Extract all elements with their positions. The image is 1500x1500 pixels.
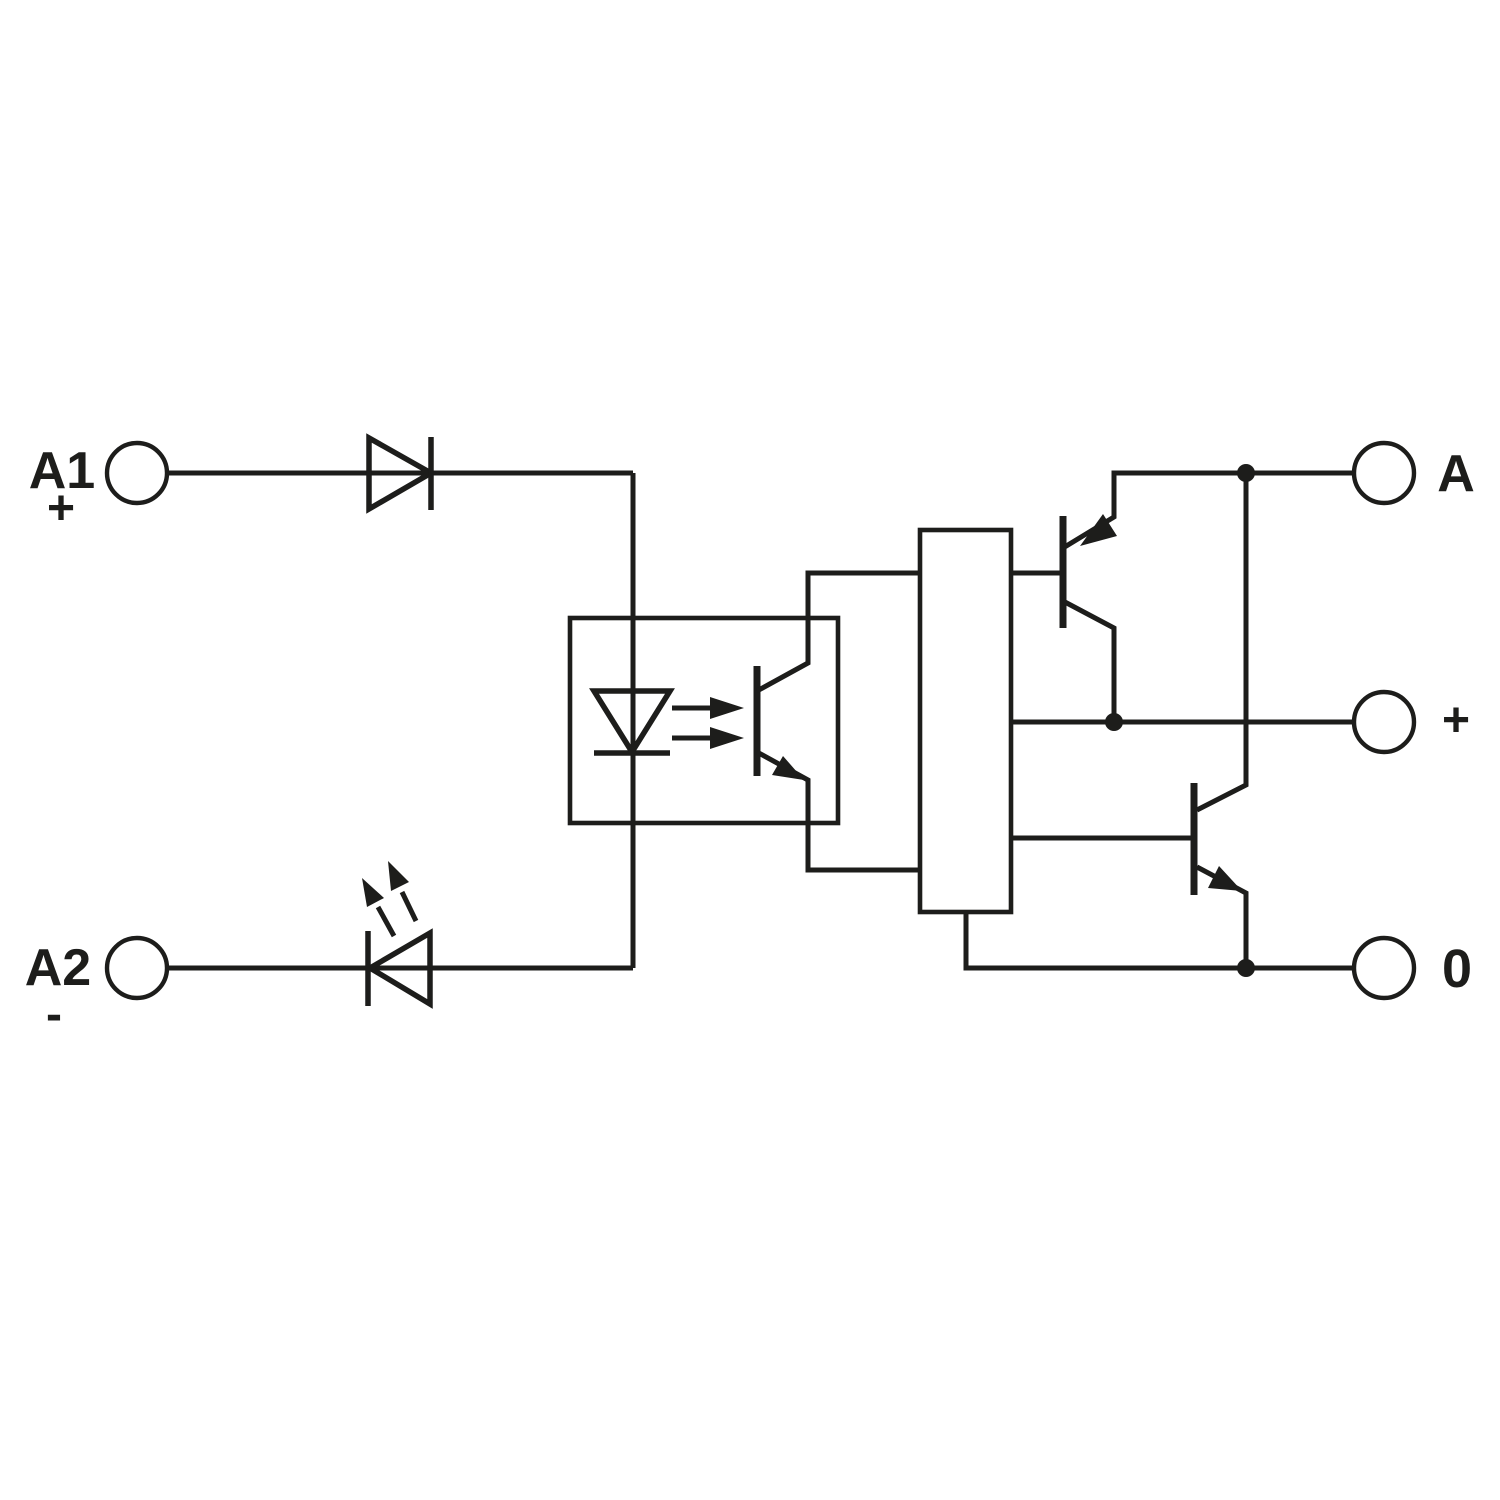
terminal-a2-circle bbox=[104, 935, 170, 1001]
phototransistor-collector-wire bbox=[755, 570, 920, 694]
pnp-collector-wire bbox=[1061, 598, 1117, 722]
terminal-a-circle bbox=[1351, 440, 1417, 506]
led-emission-arrows bbox=[362, 861, 419, 938]
terminal-plus-circle bbox=[1351, 689, 1417, 755]
input-series-diode-icon bbox=[366, 433, 437, 514]
pnp-emitter-wire-and-a-rail bbox=[1061, 470, 1354, 551]
terminal-plus-label: + bbox=[1442, 694, 1470, 747]
emission-arrow-shaft-2 bbox=[399, 890, 419, 923]
emission-arrow-shaft-1 bbox=[375, 905, 397, 938]
terminal-zero-label: 0 bbox=[1442, 939, 1472, 999]
npn-emitter-arrow bbox=[1208, 866, 1242, 891]
diode-triangle bbox=[366, 433, 437, 514]
emission-arrow-head-1 bbox=[362, 878, 384, 907]
driver-block-box bbox=[917, 527, 1014, 915]
terminal-zero-circle bbox=[1351, 935, 1417, 1001]
status-led-indicator-icon bbox=[362, 861, 433, 1009]
npn-emitter-wire bbox=[1195, 864, 1249, 968]
optocoupler-icon bbox=[567, 570, 920, 873]
terminal-a2: A2 - bbox=[25, 935, 170, 1041]
terminal-a1-polarity-label: + bbox=[47, 482, 75, 535]
terminal-a1-label: A1 bbox=[29, 442, 95, 500]
junction-dot-pnp-collector bbox=[1105, 713, 1123, 731]
phototransistor-emitter-arrow bbox=[772, 756, 804, 780]
npn-collector-wire bbox=[1195, 473, 1249, 813]
terminal-a-label: A bbox=[1437, 445, 1475, 503]
terminal-a2-label: A2 bbox=[25, 939, 91, 997]
junction-dot-zero-rail bbox=[1237, 959, 1255, 977]
terminal-plus-output: + bbox=[1351, 689, 1470, 755]
opto-led-triangle bbox=[589, 688, 675, 758]
junction-dot-a-rail bbox=[1237, 464, 1255, 482]
terminal-a2-polarity-label: - bbox=[46, 988, 62, 1041]
terminal-a1-circle bbox=[104, 440, 170, 506]
terminal-zero-output: 0 bbox=[1351, 935, 1472, 1001]
emission-arrow-head-2 bbox=[388, 861, 409, 891]
terminal-a-output: A bbox=[1351, 440, 1475, 506]
phototransistor bbox=[753, 570, 920, 873]
pnp-emitter-arrow bbox=[1080, 514, 1117, 546]
led-triangle bbox=[364, 928, 433, 1009]
optocoupler-box bbox=[567, 615, 841, 826]
input-wiring bbox=[167, 470, 636, 971]
opto-arrow-head-1 bbox=[710, 697, 744, 719]
opto-led bbox=[589, 688, 675, 758]
opto-light-arrows bbox=[672, 697, 744, 749]
pnp-output-transistor-icon bbox=[1011, 470, 1354, 722]
terminal-a1: A1 + bbox=[29, 440, 170, 535]
opto-arrow-head-2 bbox=[710, 727, 744, 749]
npn-output-transistor-icon bbox=[1011, 473, 1249, 968]
zero-rail bbox=[963, 912, 1354, 971]
output-rails bbox=[963, 464, 1354, 977]
